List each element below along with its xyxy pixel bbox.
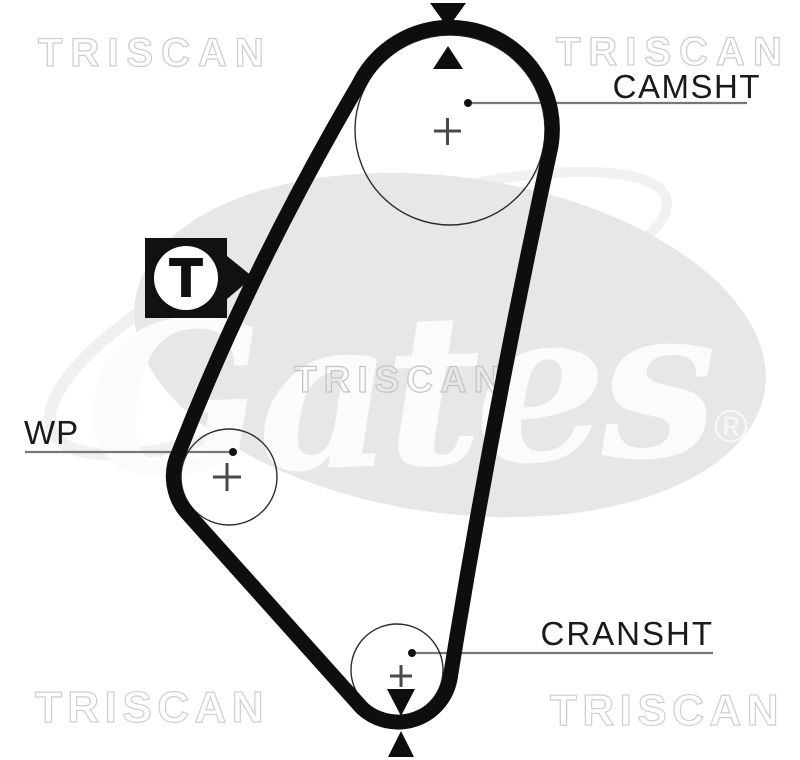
water-pump-center-cross-icon: [213, 463, 241, 491]
registered-trademark-icon: ®: [714, 400, 748, 452]
timing-mark-top-lower-triangle-icon: [433, 46, 463, 69]
leader-dots: [229, 99, 472, 657]
timing-mark-bottom-upper-triangle-icon: [387, 689, 415, 716]
crankshaft-center-cross-icon: [390, 665, 412, 687]
tensioner-arrow-icon: [227, 256, 253, 299]
camshaft-center-cross-icon: [434, 118, 461, 145]
timing-mark-top-upper-triangle-icon: [430, 3, 466, 28]
camshaft-anchor-dot: [464, 99, 472, 107]
gates-watermark-background: Gates ®: [43, 166, 766, 526]
crankshaft-label: CRANSHT: [540, 615, 714, 652]
tensioner-label: T: [170, 248, 203, 308]
pulley-center-marks: [213, 118, 461, 687]
crankshaft-anchor-dot: [408, 649, 416, 657]
triscan-watermark-bottom-left: TRISCAN: [35, 683, 269, 732]
camshaft-label: CAMSHT: [613, 68, 761, 105]
triscan-watermark-center: TRISCAN: [294, 359, 507, 400]
water-pump-anchor-dot: [229, 448, 237, 456]
triscan-watermark-top-right: TRISCAN: [556, 30, 790, 74]
tensioner-marker: T: [145, 238, 253, 318]
water-pump-pulley-circle: [180, 428, 278, 526]
tensioner-circle: [154, 246, 218, 310]
water-pump-label: WP: [24, 414, 79, 451]
timing-belt-path: [165, 19, 560, 730]
timing-mark-bottom-lower-triangle-icon: [388, 731, 414, 757]
gates-logo-blob: [134, 172, 766, 518]
triscan-watermarks: TRISCAN TRISCAN TRISCAN TRISCAN TRISCAN: [34, 29, 790, 735]
timing-mark-bottom: [387, 689, 415, 757]
timing-mark-top: [430, 3, 466, 69]
triscan-watermark-top-left: TRISCAN: [38, 31, 272, 75]
leader-lines: [25, 101, 747, 655]
triscan-watermark-bottom-right: TRISCAN: [550, 686, 784, 735]
